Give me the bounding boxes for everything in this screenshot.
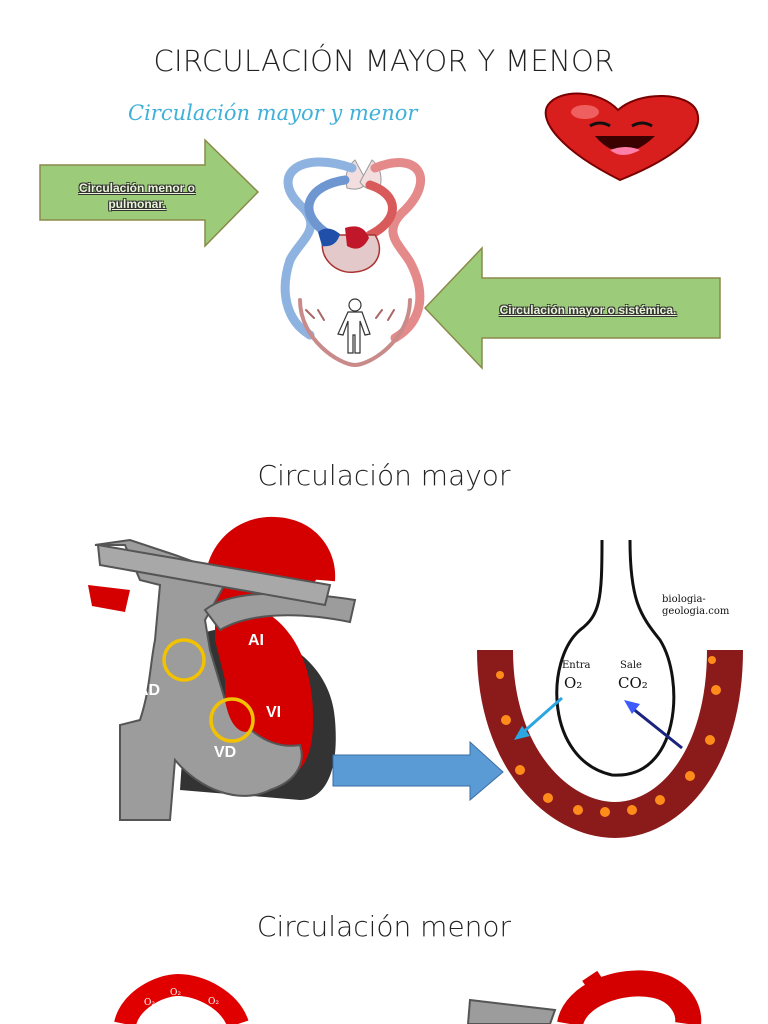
label-vi: VI xyxy=(266,704,282,721)
arrow-right-icon xyxy=(39,138,260,248)
label-ad: AD xyxy=(137,682,161,699)
circulation-schematic-icon xyxy=(280,157,426,368)
alveolus-capillary-diagram xyxy=(477,539,743,839)
ring-label-o2-2: O₂ xyxy=(170,988,181,998)
arrow-label-pulmonary: Circulación menor o pulmonar. xyxy=(78,181,196,211)
watermark: biologia-geologia.com xyxy=(662,594,730,617)
label-vd: VD xyxy=(214,744,237,761)
ring-label-o2-1: O₂ xyxy=(144,998,155,1008)
arrow-left-icon xyxy=(423,246,721,370)
label-o2: O₂ xyxy=(564,674,583,692)
lung-ring-diagram xyxy=(114,973,249,1024)
label-entra: Entra xyxy=(562,660,591,671)
label-ai: AI xyxy=(248,632,264,649)
label-co2: CO₂ xyxy=(618,674,648,692)
label-sale: Sale xyxy=(620,660,642,671)
arrow-label-systemic: Circulación mayor o sistémica. xyxy=(499,303,677,317)
heart-anatomy-diagram xyxy=(88,516,504,821)
page-title: CIRCULACIÓN MAYOR Y MENOR xyxy=(153,44,615,78)
heart-anatomy-diagram-partial xyxy=(466,970,702,1024)
ring-label-o2-3: O₂ xyxy=(208,997,219,1007)
smiling-heart-icon xyxy=(544,92,700,182)
section-title-mayor: Circulación mayor xyxy=(257,459,511,492)
figure-banner: Circulación mayor y menor xyxy=(128,101,418,125)
section-title-menor: Circulación menor xyxy=(256,910,512,943)
